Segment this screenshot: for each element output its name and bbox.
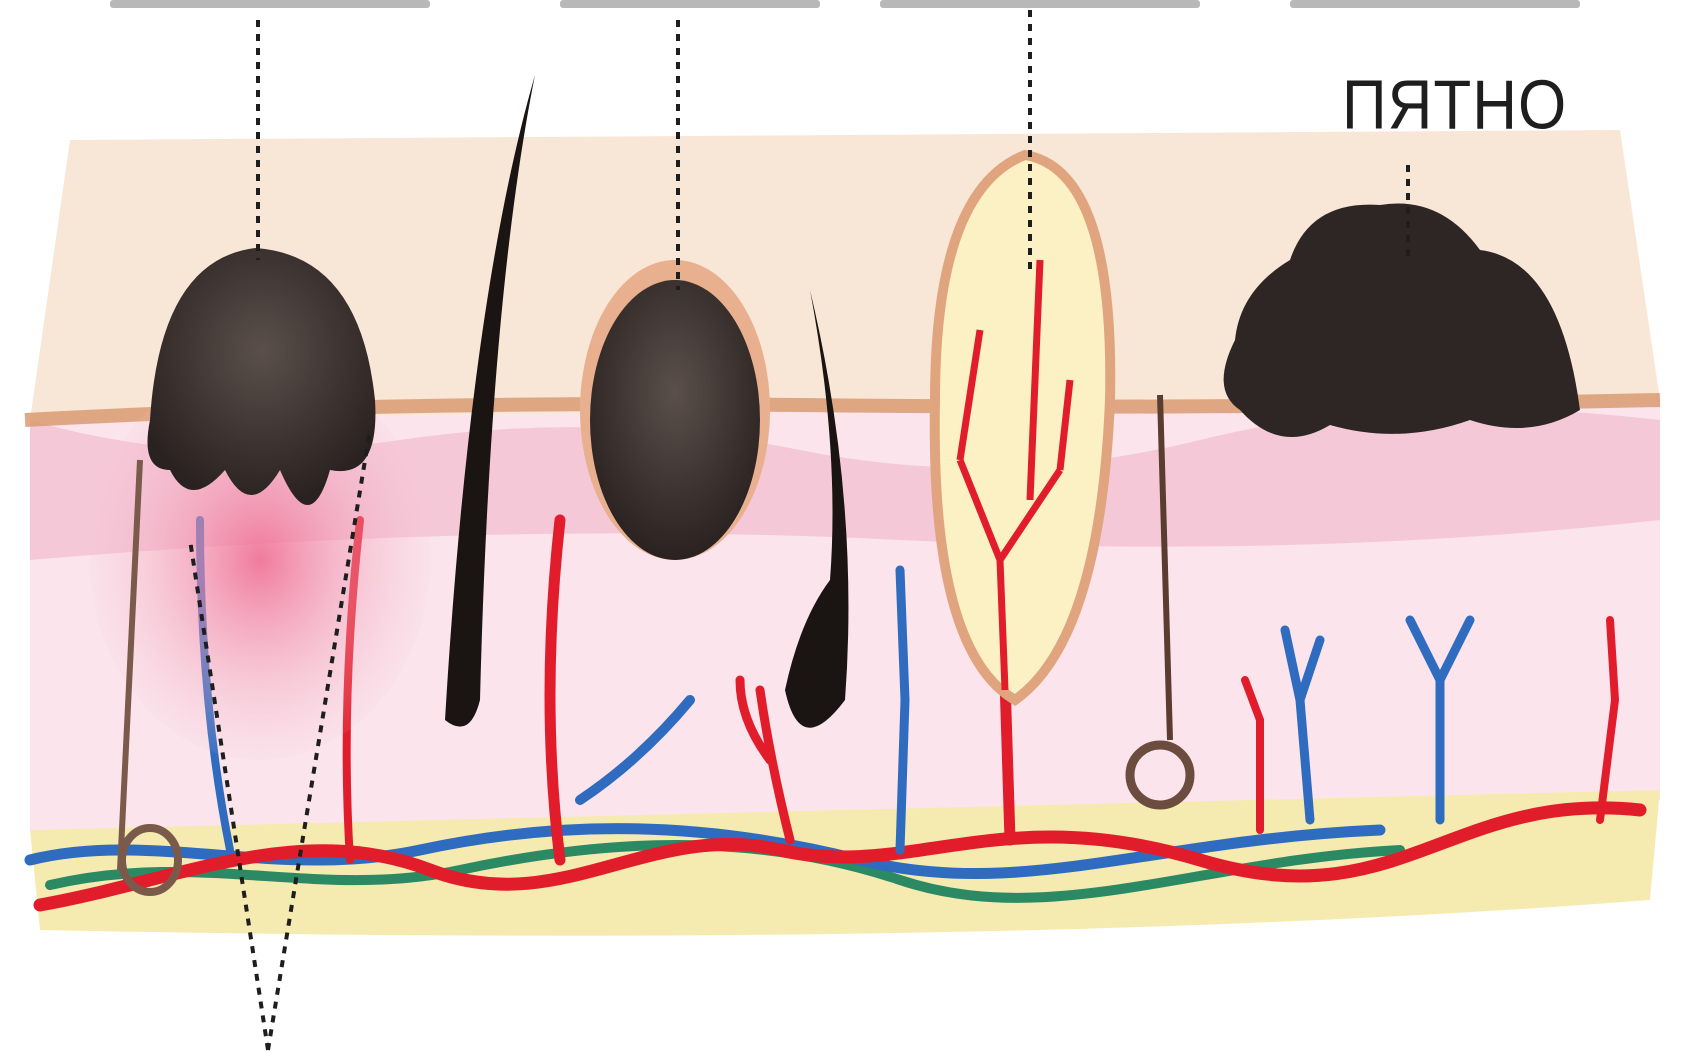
vein-branch: [900, 570, 905, 850]
cropped-label: [1290, 0, 1580, 8]
label-spot: ПЯТНО: [1342, 66, 1567, 146]
nevus-lesion: [580, 260, 770, 560]
cropped-label: [560, 0, 820, 8]
nevus-body: [590, 280, 760, 560]
cropped-label: [110, 0, 430, 8]
cropped-label: [880, 0, 1200, 8]
cropped-labels: [110, 0, 1580, 8]
